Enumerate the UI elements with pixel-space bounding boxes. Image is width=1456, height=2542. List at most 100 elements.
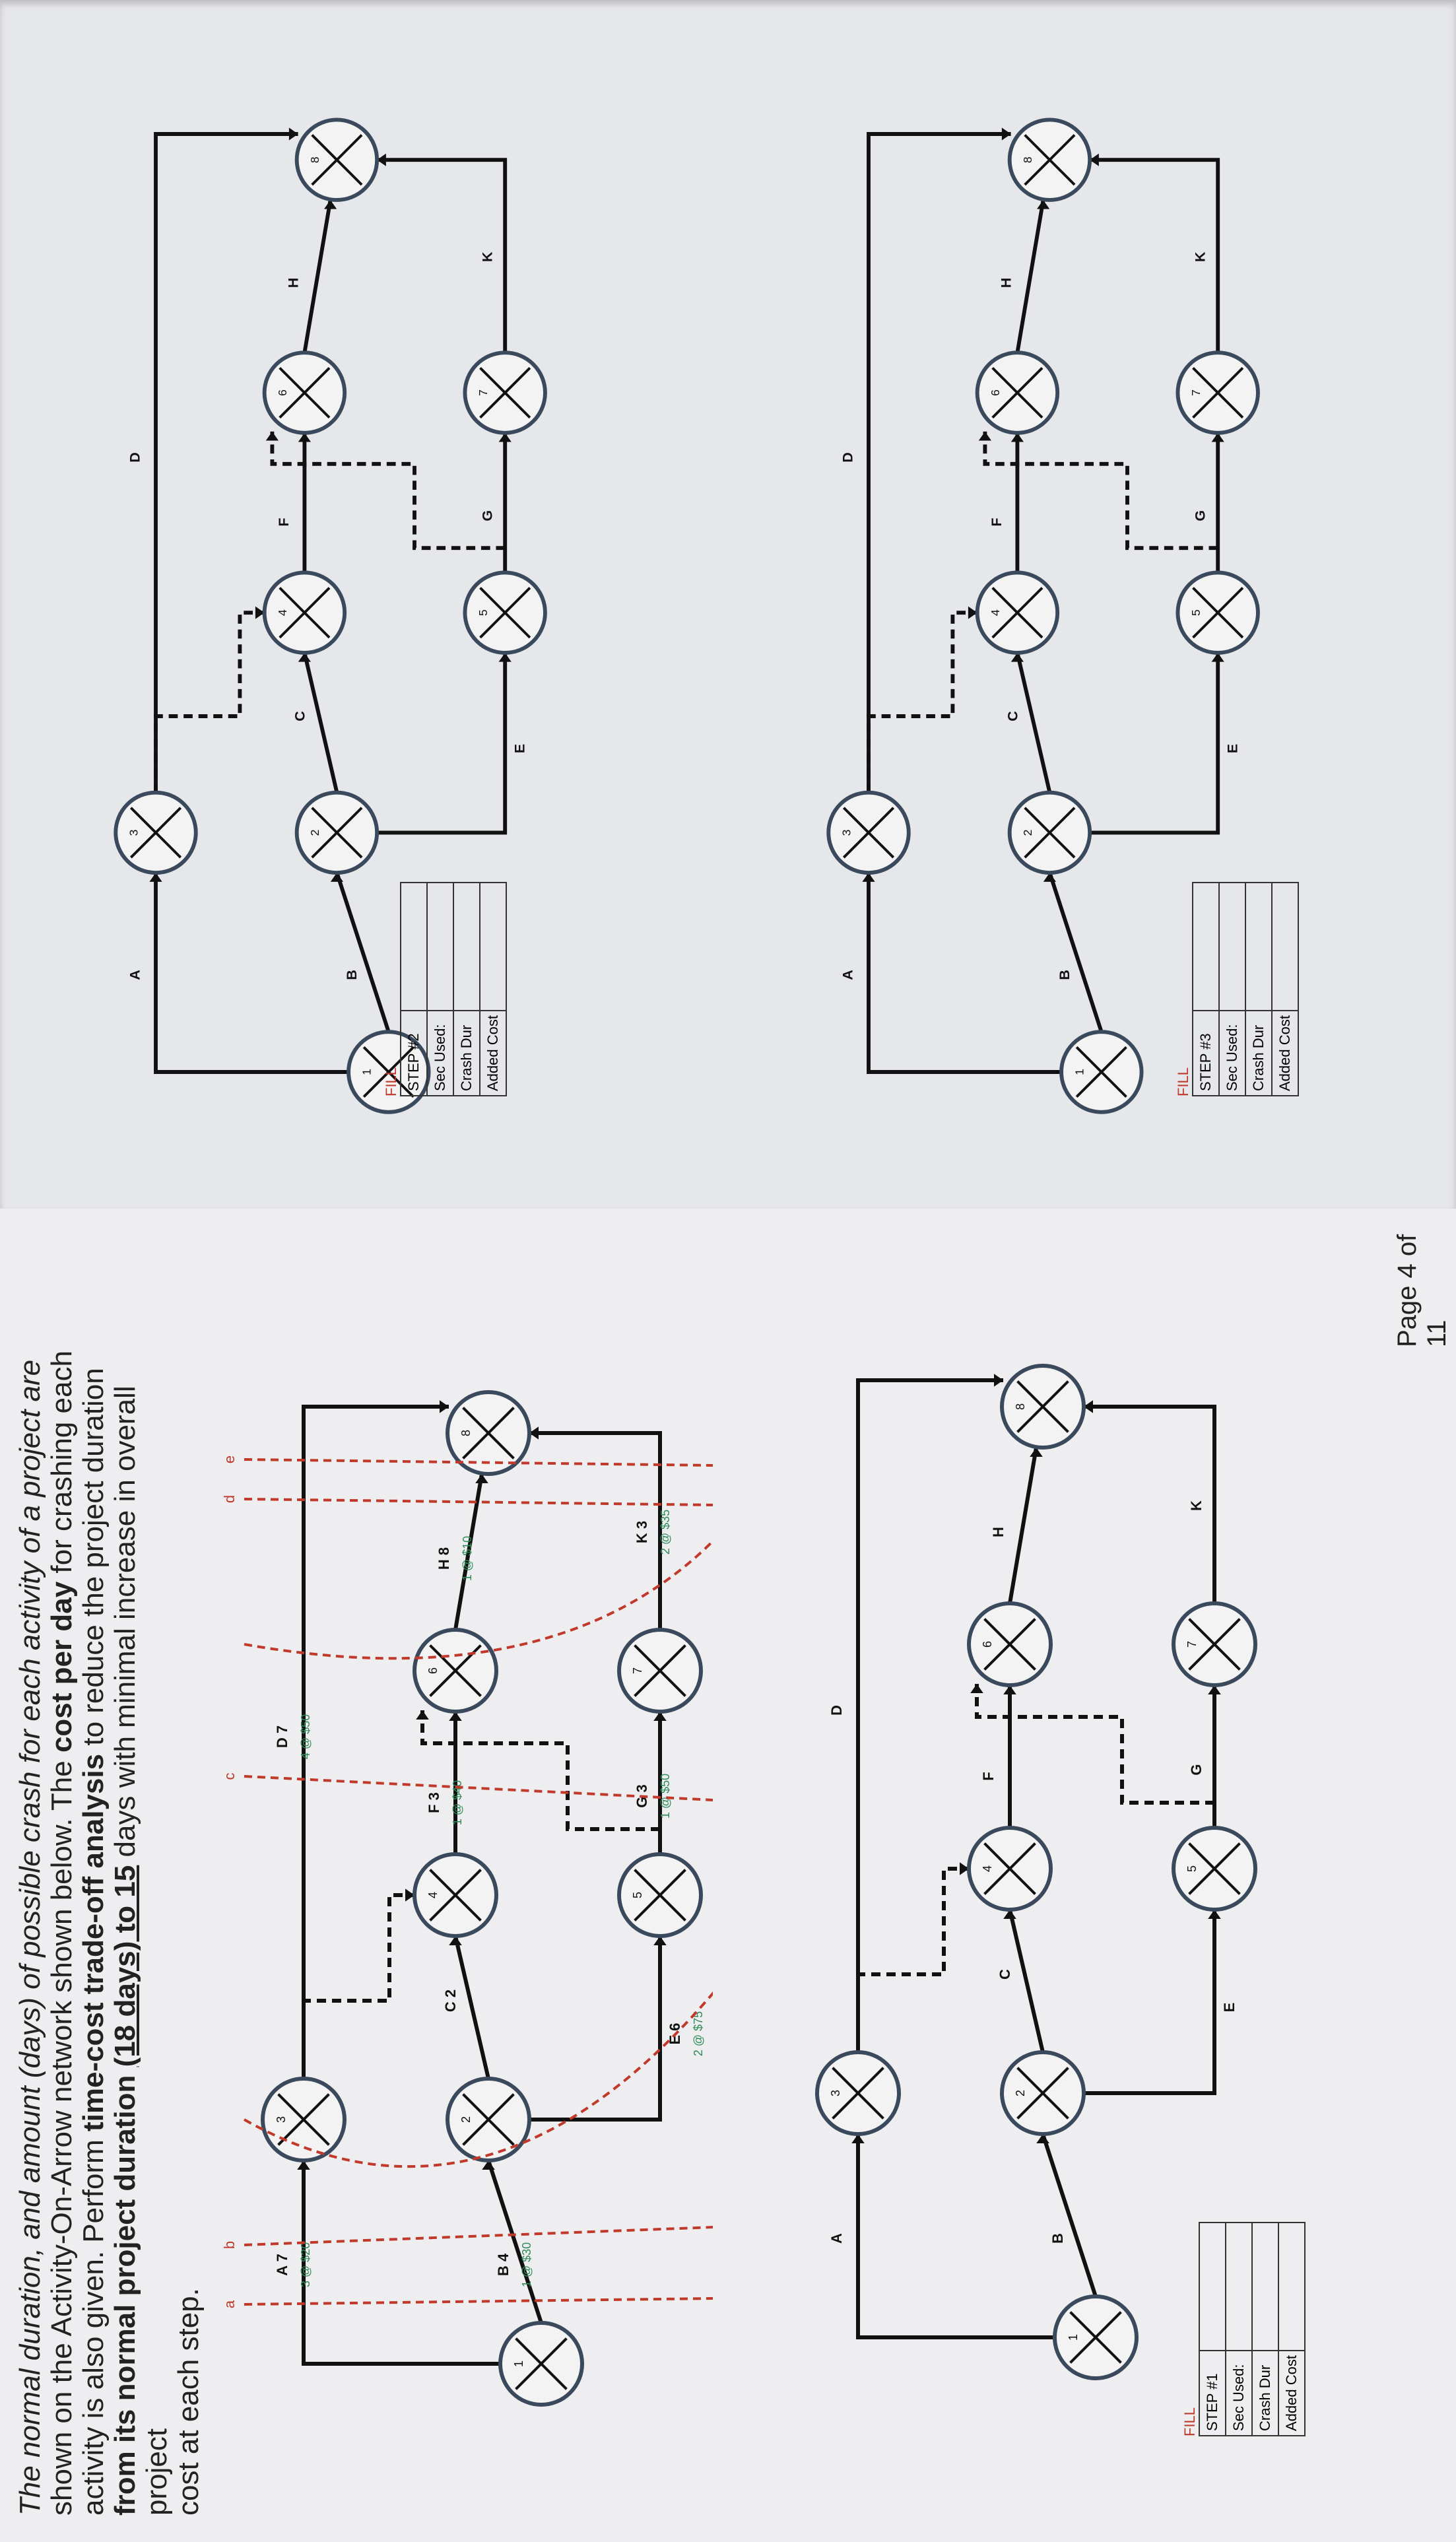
cut-line — [244, 2224, 713, 2246]
activity-label-H: H — [998, 278, 1014, 288]
arrowhead — [149, 873, 162, 882]
crash-cost-H: 1 @ $10 — [461, 1536, 474, 1581]
arrowhead — [288, 127, 298, 141]
activity-label-E: E — [512, 744, 528, 753]
fill-cell[interactable] — [1199, 2223, 1226, 2351]
arrowhead — [978, 431, 992, 441]
arrowhead — [330, 873, 344, 882]
activity-label-H: H 8 — [436, 1547, 452, 1570]
node-number: 4 — [426, 1892, 440, 1898]
arrowhead — [1030, 1448, 1043, 1457]
node-number: 6 — [981, 1641, 994, 1648]
fill-cell[interactable] — [1278, 2223, 1305, 2351]
crash-cost-A: 3 @ $20 — [299, 2242, 312, 2287]
node-cross — [462, 1407, 515, 1459]
fill-cell[interactable] — [427, 883, 453, 1011]
activity-K-arrow — [377, 158, 508, 353]
arrowhead — [298, 432, 312, 442]
cut-line — [244, 1458, 713, 1467]
activity-K-arrow — [1090, 158, 1220, 353]
node-cross — [1016, 1380, 1069, 1433]
arrowhead — [960, 1862, 969, 1875]
fill-cell[interactable] — [480, 883, 506, 1011]
arrowhead — [1003, 1910, 1016, 1919]
node-cross — [1192, 366, 1244, 419]
activity-B-arrow — [1041, 2133, 1098, 2297]
arrowhead — [994, 1374, 1003, 1387]
activity-C-arrow — [302, 652, 339, 793]
node-cross — [991, 366, 1043, 419]
fill-cell[interactable] — [1245, 883, 1272, 1011]
activity-A-arrow — [302, 2160, 502, 2366]
arrowhead — [482, 2160, 495, 2170]
activity-C-arrow — [453, 1935, 490, 2079]
arrowhead — [416, 1710, 429, 1720]
fill-table-step3: FILL STEP #3 Sec Used: Crash Dur Added C… — [1175, 882, 1299, 1096]
activity-label-F: F — [988, 518, 1005, 526]
node-number: 3 — [127, 829, 141, 836]
activity-A-arrow — [856, 2134, 1056, 2339]
node-number: 3 — [840, 829, 853, 836]
arrowhead — [1036, 199, 1050, 209]
page-number: Page 4 of 11 — [1393, 1234, 1451, 1347]
arrowhead — [265, 431, 279, 441]
node-cross — [479, 366, 531, 419]
left-page: The normal duration, and amount (days) o… — [0, 1209, 1456, 2542]
activity-label-C: C — [997, 1969, 1013, 1980]
activity-D-arrow — [302, 1405, 449, 2079]
arrowhead — [1010, 432, 1024, 442]
arrowhead — [298, 652, 312, 662]
activity-label-D: D 7 — [274, 1725, 290, 1748]
node-cross — [842, 807, 895, 859]
arrowhead — [1211, 432, 1224, 442]
node-number: 4 — [981, 1865, 994, 1872]
node-number: 4 — [276, 609, 289, 616]
arrowhead — [449, 1712, 462, 1721]
node-number: 2 — [459, 2116, 473, 2123]
activity-label-A: A 7 — [274, 2254, 290, 2275]
activity-C-arrow — [1008, 1909, 1045, 2053]
activity-D-arrow — [154, 132, 298, 793]
activity-H-arrow — [453, 1473, 484, 1630]
node-number: 6 — [276, 389, 289, 396]
activity-label-F: F — [275, 518, 292, 526]
node-cross — [832, 2067, 884, 2120]
activity-label-C: C 2 — [442, 1990, 459, 2012]
activity-E-arrow — [377, 652, 508, 835]
activity-K-arrow — [529, 1431, 662, 1630]
dummy-arrow — [983, 431, 1218, 551]
arrowhead — [529, 1426, 539, 1440]
crash-cost-B: 1 @ $30 — [520, 2242, 533, 2287]
activity-label-C: C — [291, 711, 308, 721]
activity-label-E: E — [1224, 744, 1241, 753]
fill-cell[interactable] — [401, 883, 427, 1011]
node-number: 3 — [829, 2090, 842, 2096]
activity-label-K: K 3 — [634, 1521, 650, 1543]
fill-cell[interactable] — [1219, 883, 1245, 1011]
fill-cell[interactable] — [1252, 2223, 1278, 2351]
node-cross — [1069, 2311, 1122, 2364]
cut-label: b — [221, 2241, 238, 2249]
fill-cell[interactable] — [1226, 2223, 1252, 2351]
arrowhead — [1036, 2134, 1049, 2143]
arrowhead — [297, 2160, 310, 2170]
node-number: 1 — [360, 1069, 373, 1075]
activity-label-B: B — [1049, 2233, 1066, 2244]
fill-cell[interactable] — [1272, 883, 1298, 1011]
node-cross — [634, 1644, 686, 1697]
fill-cell[interactable] — [453, 883, 480, 1011]
arrowhead — [851, 2134, 865, 2143]
arrowhead — [498, 652, 512, 662]
crash-cost-D: 4 @ $50 — [299, 1714, 312, 1759]
fill-cell[interactable] — [1193, 883, 1219, 1011]
activity-label-K: K — [1188, 1500, 1205, 1511]
node-number: 3 — [275, 2116, 288, 2123]
arrowhead — [1208, 1685, 1221, 1694]
activity-label-K: K — [1192, 251, 1208, 262]
